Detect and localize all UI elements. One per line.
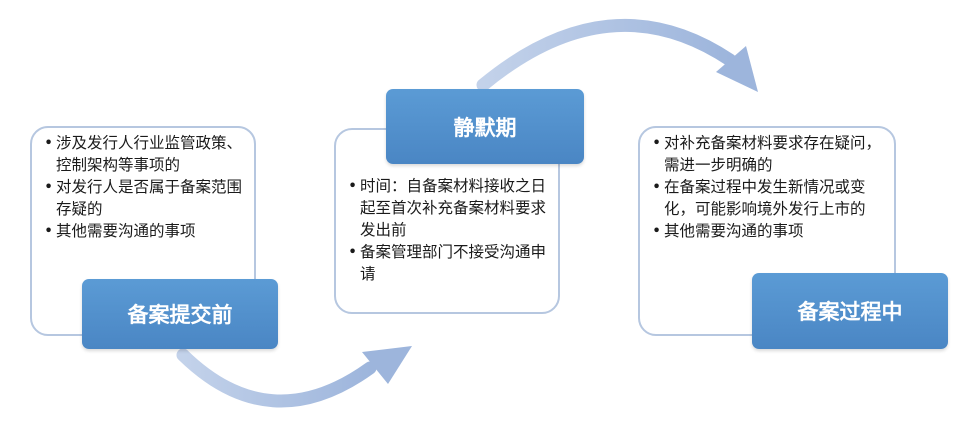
upper-curved-arrow xyxy=(476,18,758,92)
stage-during-filing-title: 备案过程中 xyxy=(752,273,948,349)
stage-before-submission-title: 备案提交前 xyxy=(82,279,278,349)
stage-during-filing-list: 对补充备案材料要求存在疑问，需进一步明确的 在备案过程中发生新情况或变化，可能影… xyxy=(652,132,890,242)
stage-quiet-period-title: 静默期 xyxy=(386,89,584,164)
list-item: 涉及发行人行业监管政策、控制架构等事项的 xyxy=(44,132,248,176)
stage-before-submission-card: 涉及发行人行业监管政策、控制架构等事项的 对发行人是否属于备案范围存疑的 其他需… xyxy=(30,126,256,336)
list-item: 时间：自备案材料接收之日起至首次补充备案材料要求发出前 xyxy=(348,175,552,241)
stage-before-submission-list: 涉及发行人行业监管政策、控制架构等事项的 对发行人是否属于备案范围存疑的 其他需… xyxy=(44,132,248,242)
list-item: 其他需要沟通的事项 xyxy=(652,220,890,242)
stage-quiet-period-list: 时间：自备案材料接收之日起至首次补充备案材料要求发出前 备案管理部门不接受沟通申… xyxy=(348,175,552,285)
list-item: 对补充备案材料要求存在疑问，需进一步明确的 xyxy=(652,132,890,176)
list-item: 在备案过程中发生新情况或变化，可能影响境外发行上市的 xyxy=(652,176,890,220)
list-item: 对发行人是否属于备案范围存疑的 xyxy=(44,176,248,220)
lower-curved-arrow xyxy=(176,346,412,408)
list-item: 其他需要沟通的事项 xyxy=(44,220,248,242)
list-item: 备案管理部门不接受沟通申请 xyxy=(348,241,552,285)
